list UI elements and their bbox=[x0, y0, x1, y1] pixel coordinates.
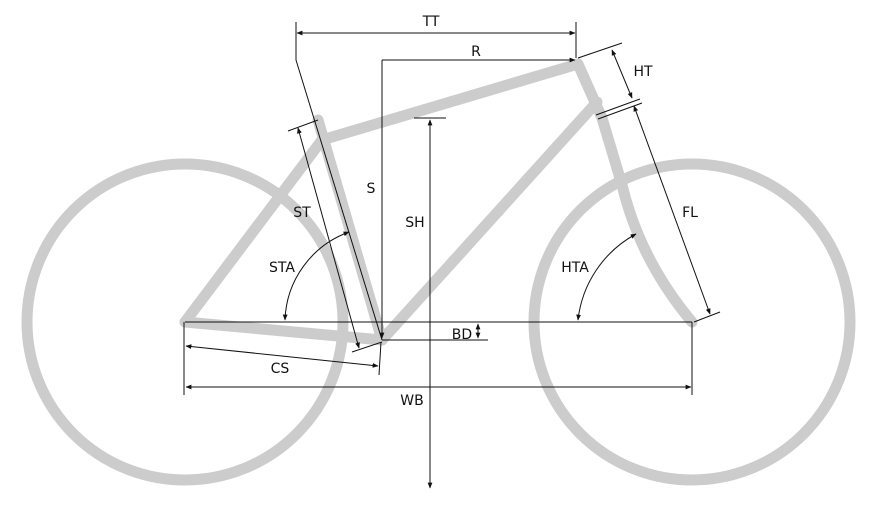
fork-length-dimension bbox=[633, 105, 711, 315]
label-bd: BD bbox=[452, 327, 472, 343]
label-sh: SH bbox=[405, 215, 424, 231]
head-tube-dimension bbox=[611, 49, 633, 99]
bike-frame bbox=[179, 58, 698, 346]
label-r: R bbox=[471, 44, 481, 60]
label-wb: WB bbox=[400, 393, 423, 409]
seat-tube bbox=[312, 114, 388, 346]
head-angle-arc bbox=[576, 233, 637, 321]
label-fl: FL bbox=[682, 205, 698, 221]
label-tt: TT bbox=[422, 14, 440, 30]
down-tube bbox=[376, 96, 603, 346]
head-tube bbox=[572, 58, 608, 124]
label-ht: HT bbox=[633, 64, 653, 80]
label-st: ST bbox=[293, 205, 311, 221]
seat-angle-arc bbox=[282, 231, 350, 321]
chainstay-dimension bbox=[185, 344, 379, 368]
top-tube bbox=[316, 58, 584, 146]
label-s: S bbox=[367, 181, 376, 197]
dimension-lines bbox=[183, 22, 721, 489]
label-cs: CS bbox=[271, 361, 290, 377]
label-hta: HTA bbox=[561, 260, 589, 276]
fork bbox=[596, 112, 698, 328]
label-sta: STA bbox=[269, 260, 295, 276]
